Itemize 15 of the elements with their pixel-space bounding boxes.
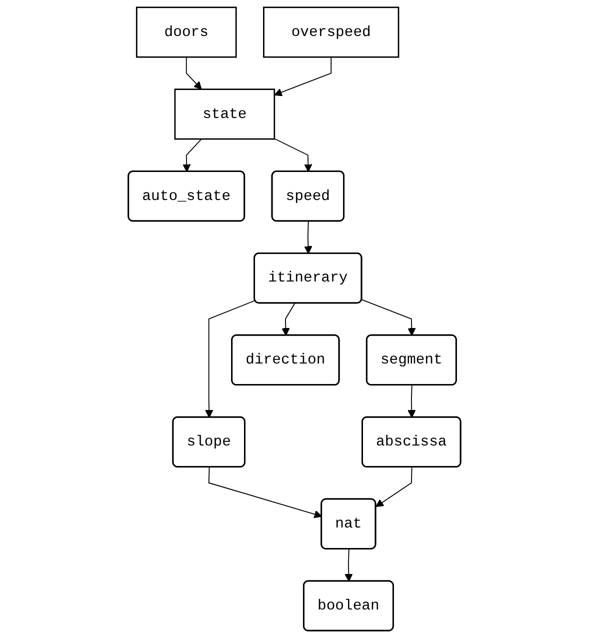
node-box: doors bbox=[136, 6, 237, 58]
arrow bbox=[361, 299, 416, 336]
arrow bbox=[304, 220, 312, 254]
arrow bbox=[186, 56, 202, 90]
arrow bbox=[208, 466, 322, 518]
arrow bbox=[274, 56, 332, 96]
arrow bbox=[274, 138, 312, 172]
arrow bbox=[408, 384, 416, 418]
arrow bbox=[282, 302, 296, 336]
arrow bbox=[205, 300, 256, 418]
arrow bbox=[376, 466, 412, 508]
node-box: state bbox=[174, 88, 276, 140]
arrow bbox=[344, 548, 353, 582]
arrow bbox=[182, 138, 202, 172]
node-box: overspeed bbox=[263, 6, 400, 58]
